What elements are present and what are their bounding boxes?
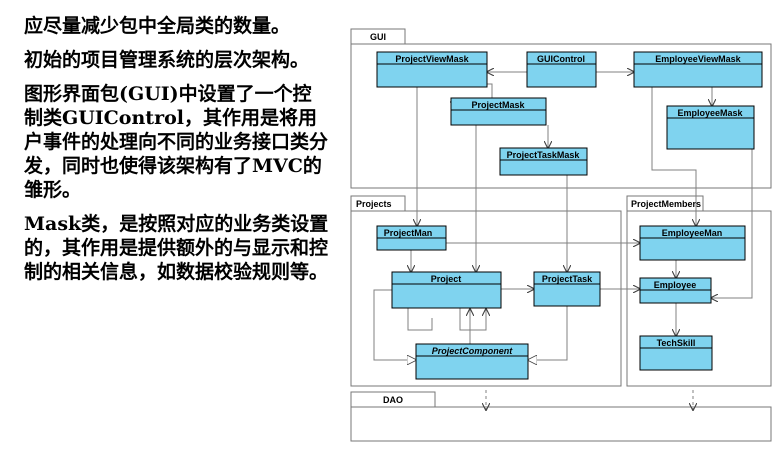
class-project-man-label: ProjectMan bbox=[384, 228, 433, 238]
package-gui-label: GUI bbox=[370, 32, 386, 42]
class-project-task: ProjectTask bbox=[533, 271, 601, 307]
class-employee-view-mask-label: EmployeeViewMask bbox=[655, 54, 741, 64]
package-dao: DAO bbox=[350, 391, 772, 442]
paragraph-1: 应尽量减少包中全局类的数量。 bbox=[12, 14, 330, 38]
edge-employeemask-employee bbox=[711, 116, 753, 298]
paragraph-3-text: 图形界面包(GUI)中设置了一个控制类GUIControl，其作用是将用户事件的… bbox=[24, 83, 329, 201]
class-employee-mask: EmployeeMask bbox=[666, 105, 755, 150]
class-project: Project bbox=[391, 271, 502, 309]
paragraph-3: 图形界面包(GUI)中设置了一个控制类GUIControl，其作用是将用户事件的… bbox=[12, 82, 330, 202]
class-tech-skill: TechSkill bbox=[639, 335, 713, 371]
edge-projecttask-projectcomponent bbox=[528, 306, 568, 360]
class-project-task-label: ProjectTask bbox=[542, 274, 593, 284]
paragraph-2: 初始的项目管理系统的层次架构。 bbox=[12, 48, 330, 72]
class-project-component-label: ProjectComponent bbox=[432, 346, 514, 356]
class-project-task-mask-label: ProjectTaskMask bbox=[507, 150, 581, 160]
paragraph-4: Mask类，是按照对应的业务类设置的，其作用是提供额外的与显示和控制的相关信息，… bbox=[12, 212, 330, 284]
class-gui-control: GUIControl bbox=[526, 51, 597, 88]
class-gui-control-label: GUIControl bbox=[537, 54, 585, 64]
package-dao-label: DAO bbox=[383, 395, 403, 405]
class-employee-man-label: EmployeeMan bbox=[662, 228, 723, 238]
class-project-mask: ProjectMask bbox=[450, 97, 547, 126]
class-project-view-mask: ProjectViewMask bbox=[376, 51, 488, 88]
class-tech-skill-label: TechSkill bbox=[657, 338, 696, 348]
class-employee-view-mask: EmployeeViewMask bbox=[633, 51, 763, 88]
package-projects-label: Projects bbox=[356, 199, 392, 209]
edge-project-projectcomponent bbox=[373, 289, 416, 360]
edge-project-self-1 bbox=[407, 306, 433, 331]
connectors bbox=[373, 72, 753, 360]
class-project-component: ProjectComponent bbox=[415, 343, 529, 380]
class-project-view-mask-label: ProjectViewMask bbox=[395, 54, 469, 64]
class-project-label: Project bbox=[431, 274, 462, 284]
package-members-label: ProjectMembers bbox=[631, 199, 701, 209]
class-project-man: ProjectMan bbox=[376, 225, 447, 251]
class-employee: Employee bbox=[639, 277, 712, 304]
class-employee-label: Employee bbox=[654, 280, 697, 290]
paragraph-4-text: Mask类，是按照对应的业务类设置的，其作用是提供额外的与显示和控制的相关信息，… bbox=[24, 213, 329, 283]
package-dao-body bbox=[350, 406, 772, 442]
class-employee-mask-label: EmployeeMask bbox=[677, 108, 743, 118]
class-project-task-mask: ProjectTaskMask bbox=[499, 147, 588, 176]
edge-project-self-2 bbox=[459, 306, 486, 331]
paragraph-2-text: 初始的项目管理系统的层次架构。 bbox=[24, 49, 310, 71]
class-project-mask-label: ProjectMask bbox=[471, 100, 525, 110]
class-employee-man: EmployeeMan bbox=[639, 225, 746, 261]
text-panel: 应尽量减少包中全局类的数量。 初始的项目管理系统的层次架构。 图形界面包(GUI… bbox=[12, 14, 330, 294]
edge-employeeviewmask-employeeman bbox=[651, 87, 696, 226]
paragraph-1-text: 应尽量减少包中全局类的数量。 bbox=[24, 15, 291, 37]
